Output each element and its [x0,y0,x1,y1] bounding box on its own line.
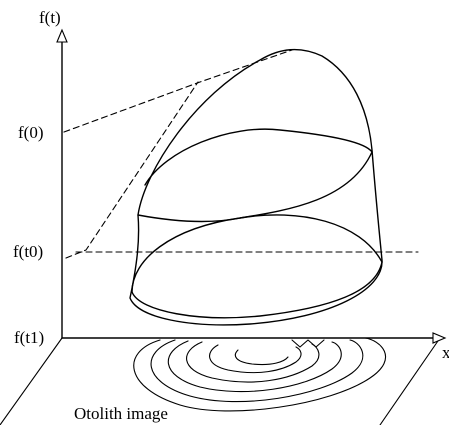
contour-ring-4 [186,341,320,383]
label-f0: f(0) [18,123,43,142]
label-ft0: f(t0) [13,242,43,261]
base-plane-right-edge [379,337,441,425]
label-ft1: f(t1) [14,328,44,347]
contour-center-mark [291,339,325,348]
lower-ring-front [131,261,383,319]
upper-ring-back [144,128,373,186]
label-x-axis: x [442,343,449,362]
contour-ring-1 [133,337,386,412]
dashed-line-f0 [63,49,293,133]
lower-ring-back [131,214,383,293]
y-axis-arrowhead [56,28,68,43]
base-plane-left-edge [0,337,63,425]
x-axis-arrowhead [432,332,447,344]
contour-ring-6 [234,349,289,366]
contour-ring-3 [167,340,342,393]
otolith-contours [133,337,386,412]
label-base-plane: Otolith image [74,404,168,423]
upper-ring-front [137,151,373,223]
contour-ring-2 [150,339,364,403]
label-y-axis: f(t) [39,8,61,27]
dashed-line-envelope [65,81,199,259]
contour-ring-5 [209,344,302,374]
growth-surface-outline [129,48,383,326]
